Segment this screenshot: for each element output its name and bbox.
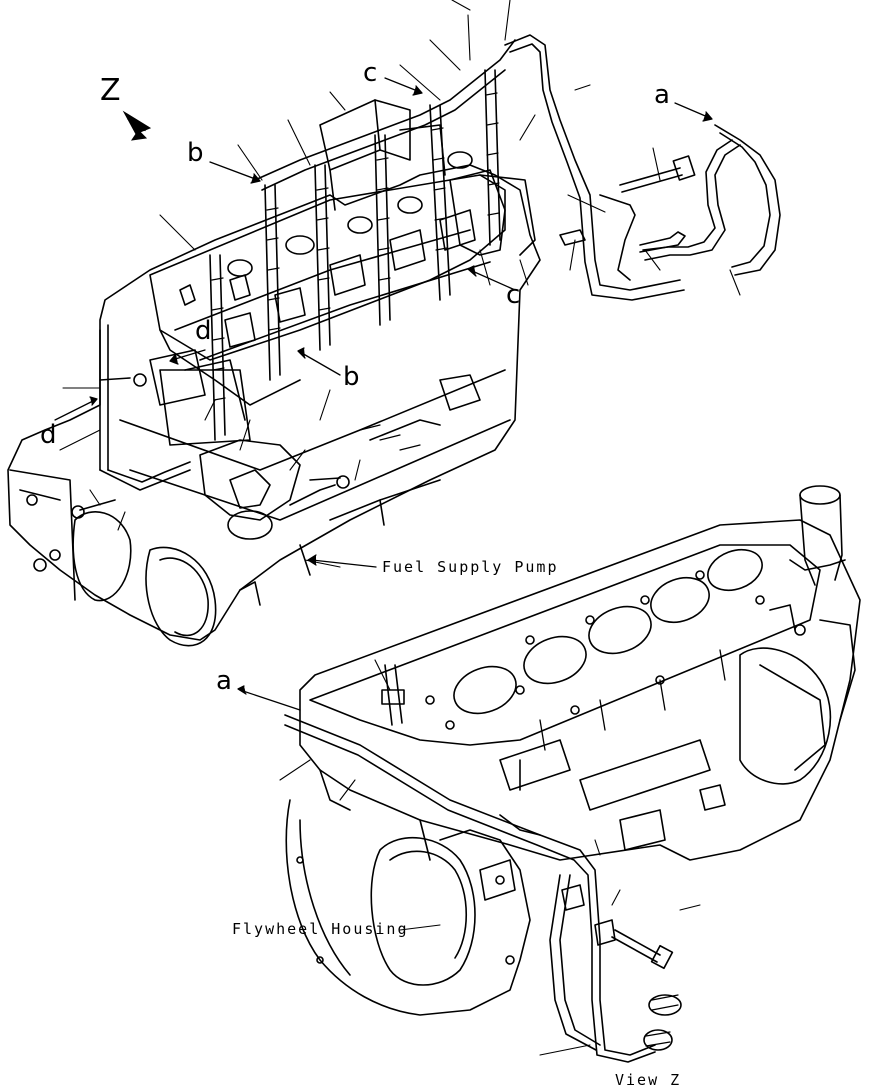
arrow-label-a-top: a [654,80,670,110]
arrow-label-a-bottom: a [216,666,232,696]
leader-lines [59,0,741,1056]
view-z-caption: View Z [615,1071,682,1089]
arrow-label-b-right: b [343,362,360,392]
arrow-label-d-mid: d [195,316,212,346]
upper-engine-block [7,34,781,647]
direction-arrows [54,77,713,711]
arrow-label-b-left: b [187,138,204,168]
arrow-label-c-right: c [506,280,521,310]
flywheel-housing-caption: Flywheel Housing [232,920,409,938]
arrow-label-d-left: d [40,420,57,450]
fuel-supply-pump-caption: Fuel Supply Pump [382,558,559,576]
arrow-label-c-top: c [363,58,378,88]
view-marker-label: Z [100,73,121,108]
lower-engine-block [284,485,861,1063]
